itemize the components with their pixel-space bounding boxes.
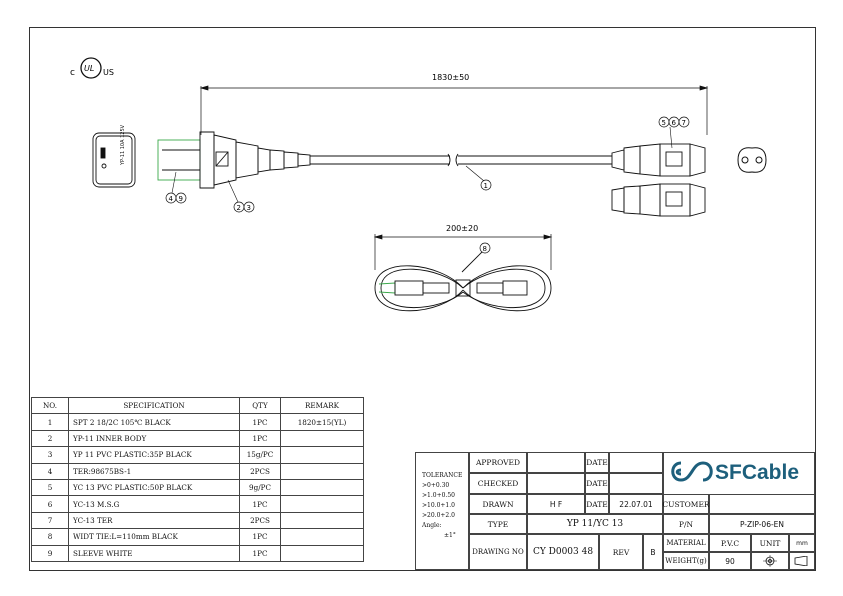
projection-symbol-cell [751,552,789,570]
pn-value: P-ZIP-06-EN [709,514,815,534]
drawn-date-label: DATE [585,494,609,514]
tolerance-line: >10.0+1.0 [422,502,455,509]
connector-face-view [737,147,767,173]
spec-row: 7 YC-13 TER 2PCS [31,511,364,530]
spec-row: 4 TER:98675BS-1 2PCS [31,462,364,480]
spec-header-no: NO. [31,396,69,415]
rev-label: REV [599,534,643,570]
spec-row: 3 YP 11 PVC PLASTIC:35P BLACK 15g/PC [31,446,364,464]
checked-date-label: DATE [585,473,609,494]
svg-text:1: 1 [484,182,488,190]
tolerance-angle-value: ±1° [444,532,456,539]
unit-value: mm [789,534,815,552]
length-dim-label: 1830±50 [432,73,469,82]
spec-row: 2 YP-11 INNER BODY 1PC [31,429,364,448]
svg-text:6: 6 [672,119,677,127]
spec-header-row: NO. SPECIFICATION QTY REMARK [31,396,364,415]
weight-label: WEIGHT(g) [663,552,709,570]
customer-value [709,494,815,514]
spec-row: 8 WIDT TIE:L=110mm BLACK 1PC [31,528,364,546]
spec-header-specification: SPECIFICATION [68,396,240,415]
material-value: P.V.C [709,534,751,552]
rev-value: B [643,534,663,570]
drawn-value: H F [527,494,585,514]
tolerance-block: TOLERANCE >0+0.30 >1.0+0.50 >10.0+1.0 >2… [415,452,469,570]
svg-text:YP-11 10A 125V: YP-11 10A 125V [120,124,126,166]
spec-row: 1 SPT 2 18/2C 105℃ BLACK 1PC 1820±15(YL) [31,413,364,431]
projection-symbol-icon [763,555,777,567]
ul-text: UL [84,64,94,73]
tolerance-angle: Angle: [422,522,442,529]
specification-table: NO. SPECIFICATION QTY REMARK 1 SPT 2 18/… [31,396,364,562]
drawn-date-value: 22.07.01 [609,494,663,514]
checked-value [527,473,585,494]
approved-label: APPROVED [469,452,527,473]
projection-cone-icon [794,556,808,566]
balloon-8: 8 [479,242,491,254]
svg-text:3: 3 [247,204,251,212]
balloon-5-6-7: 5 6 7 [658,116,690,149]
company-logo: SFCable [665,452,813,494]
ul-c-text: c [70,68,75,78]
length-dimension [199,85,709,135]
logo-cell [663,452,815,494]
drawing-no-value: CY D0003 48 [527,534,599,570]
spec-row: 6 YC-13 M.S.G 1PC [31,495,364,513]
material-label: MATERIAL [663,534,709,552]
sfcable-logo-icon [671,461,713,482]
projection-cone-cell [789,552,815,570]
spec-header-qty: QTY [239,396,281,415]
connector-side-view [611,143,706,177]
checked-label: CHECKED [469,473,527,494]
spec-row: 5 YC 13 PVC PLASTIC:50P BLACK 9g/PC [31,478,364,497]
checked-date-value [609,473,663,494]
drawing-frame [29,27,816,571]
pn-label: P/N [663,514,709,534]
svg-text:4: 4 [169,195,174,203]
spec-row: 9 SLEEVE WHITE 1PC [31,544,364,562]
balloon-4-9: 4 9 [165,171,187,204]
svg-text:7: 7 [682,119,686,127]
drawn-label: DRAWN [469,494,527,514]
svg-text:9: 9 [179,195,183,203]
approved-date-label: DATE [585,452,609,473]
svg-text:2: 2 [237,204,241,212]
spec-header-remark: REMARK [280,396,364,415]
customer-label: CUSTOMER [662,494,710,514]
svg-text:8: 8 [483,245,487,253]
svg-text:5: 5 [662,119,666,127]
connector-top-view [611,183,706,217]
tolerance-line: >1.0+0.50 [422,492,455,499]
tolerance-line: >20.0+2.0 [422,512,455,519]
tolerance-title: TOLERANCE [422,472,463,479]
balloon-2-3: 2 3 [227,179,255,213]
ul-us-text: US [103,68,114,77]
coil-dimension [373,234,553,270]
approved-value [527,452,585,473]
tolerance-line: >0+0.30 [422,482,450,489]
coiled-cable-view [374,251,552,312]
unit-label: UNIT [751,534,789,552]
weight-value: 90 [709,552,751,570]
logo-text: SFCable [715,461,800,484]
plug-face-view: YP-11 10A 125V [92,124,136,188]
approved-date-value [609,452,663,473]
plug-side-view [157,131,612,189]
ul-cert-mark: UL c US [70,57,114,79]
type-label: TYPE [469,514,527,534]
type-value: YP 11/YC 13 [527,514,663,534]
drawing-no-label: DRAWING NO [469,534,527,570]
balloon-1: 1 [465,165,492,191]
coil-dim-label: 200±20 [446,224,478,233]
